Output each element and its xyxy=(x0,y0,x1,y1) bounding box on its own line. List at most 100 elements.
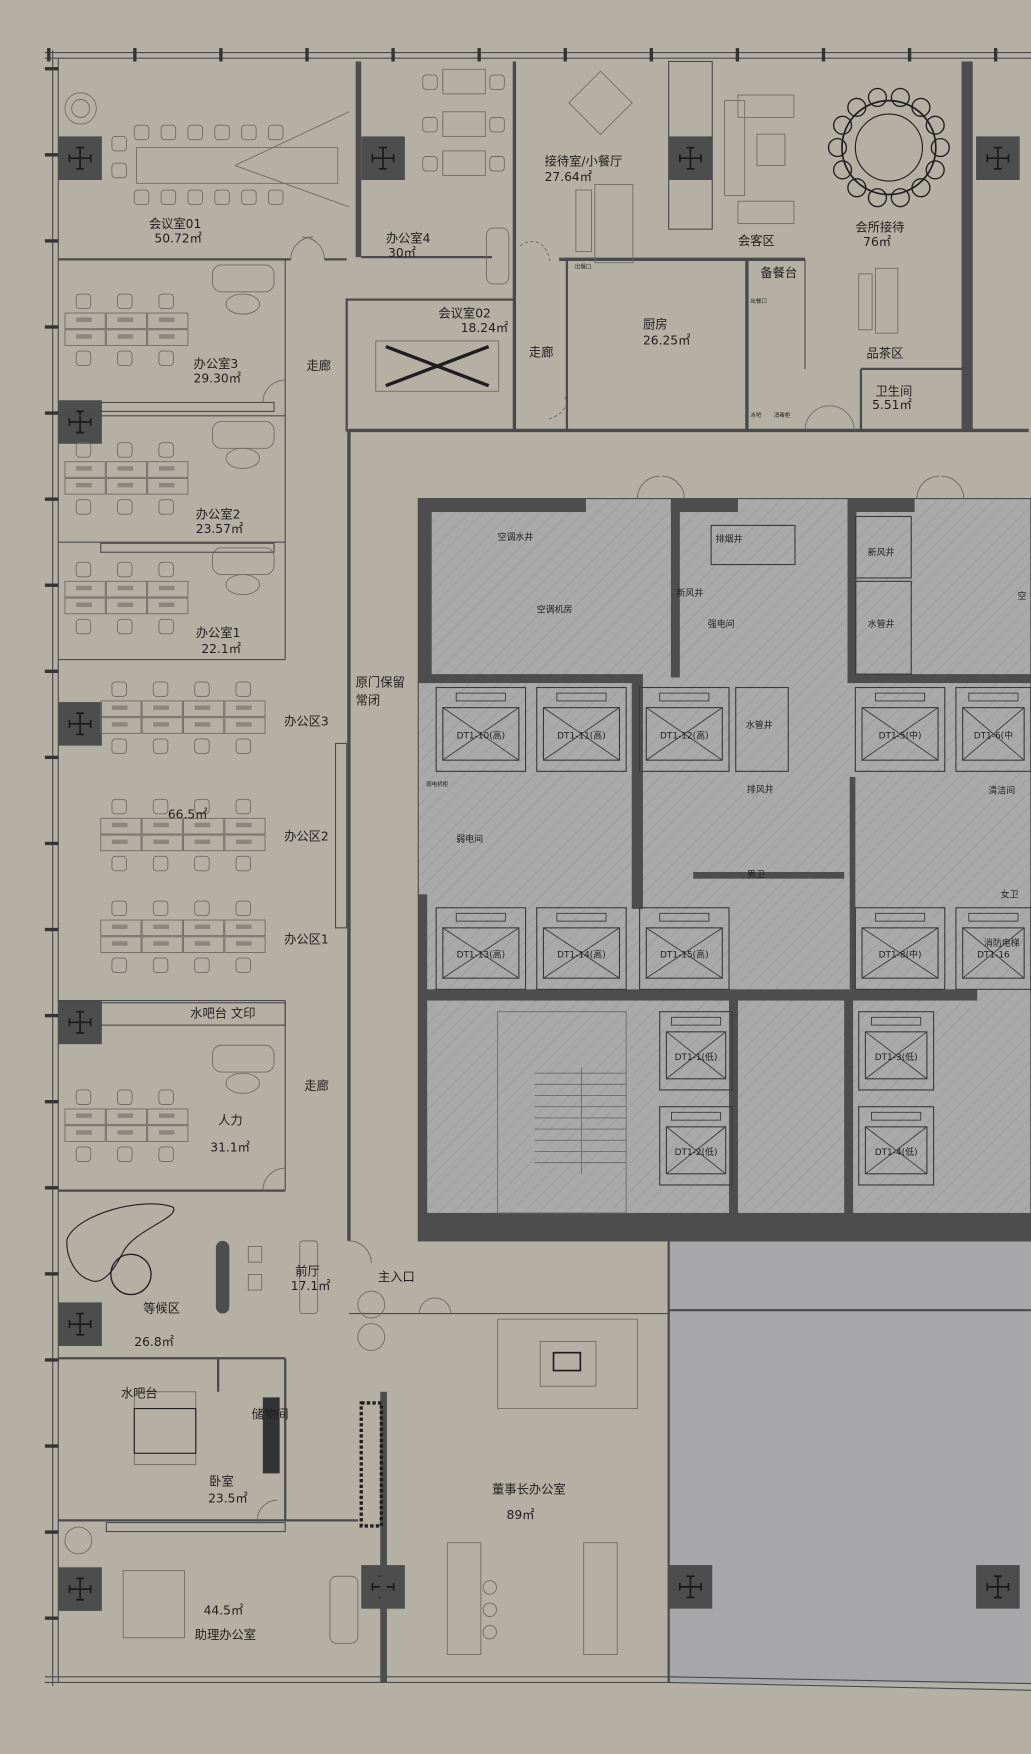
door-swing xyxy=(348,1240,372,1264)
core-smoke-shaft: 排烟井 xyxy=(716,533,743,545)
chair xyxy=(925,115,945,135)
elevator-label: DT1-4(低) xyxy=(875,1146,918,1158)
core-exhaust-shaft: 排风井 xyxy=(747,784,774,796)
elevator-label: DT1-16 xyxy=(977,950,1010,960)
elevator-shaft: DT1-14(高) xyxy=(536,907,627,990)
mullion-tick xyxy=(44,325,59,329)
chair xyxy=(911,178,931,198)
mullion-tick xyxy=(44,841,59,846)
mullion-tick xyxy=(44,1358,59,1362)
mullion-tick xyxy=(649,48,654,62)
core-water-pipe-shaft-1: 水管井 xyxy=(868,618,895,630)
chair xyxy=(925,160,945,180)
desk xyxy=(442,150,486,176)
mullion-tick xyxy=(44,1100,59,1104)
mullion-tick xyxy=(44,1013,59,1018)
chair xyxy=(847,97,867,117)
work-area-total-area: 66.5㎡ xyxy=(168,807,208,821)
elevator-label: DT1-8(中) xyxy=(879,948,922,960)
elevator-shaft: DT1-8(中) xyxy=(854,907,946,990)
door-swing xyxy=(804,405,830,431)
mullion-tick xyxy=(219,48,223,62)
room-tea-area: 品茶区 xyxy=(867,346,904,361)
elevator-label: DT1-13(高) xyxy=(457,948,506,960)
elevator-label: DT1-6(中 xyxy=(974,729,1013,741)
room-restroom-area: 5.51㎡ xyxy=(872,398,912,412)
mullion-tick xyxy=(391,48,395,62)
mullion-tick xyxy=(44,67,59,71)
chair xyxy=(827,137,848,158)
elevator-label: DT1-14(高) xyxy=(557,948,606,960)
chair xyxy=(832,160,853,180)
mullion-tick xyxy=(44,1272,59,1276)
core-cleaning-room: 清洁间 xyxy=(988,785,1015,797)
room-office2-name: 办公室2 xyxy=(196,507,241,522)
elevators: DT1-10(高)DT1-11(高)DT1-12(高)DT1-5(中)DT1-6… xyxy=(435,515,1031,1186)
water-bar-print-label: 水吧台 文印 xyxy=(190,1005,255,1020)
main-entrance-label: 主入口 xyxy=(378,1270,415,1284)
door-swing xyxy=(434,1297,452,1314)
elevator-label: DT1-11(高) xyxy=(557,729,606,741)
elevator-label: DT1-1(低) xyxy=(675,1051,718,1063)
elevator-shaft: DT1-15(高) xyxy=(639,907,730,990)
chair xyxy=(867,87,888,108)
elevator-label: DT1-3(低) xyxy=(875,1051,918,1063)
room-waiting-area: 26.8㎡ xyxy=(134,1335,174,1349)
ice-bar-label: 冰吧 xyxy=(750,411,762,419)
elevator-shaft: DT1-4(低) xyxy=(858,1106,935,1186)
furniture xyxy=(64,68,950,1655)
door-swing xyxy=(418,1297,436,1314)
mullion-ticks xyxy=(44,48,998,1620)
room-office2-area: 23.57㎡ xyxy=(196,522,243,536)
chair xyxy=(890,188,910,208)
core-fresh-air-shaft-2: 新风井 xyxy=(868,547,895,559)
room-pantry: 备餐台 xyxy=(760,265,797,280)
original-door-note-2: 常闭 xyxy=(356,693,381,707)
mullion-tick xyxy=(44,755,59,760)
doors xyxy=(256,236,965,1521)
chair xyxy=(890,87,910,108)
mullion-tick xyxy=(44,497,59,501)
corridor-label-a: 走廊 xyxy=(306,358,331,373)
core-walls xyxy=(418,498,1031,1241)
original-door-note-1: 原门保留 xyxy=(356,674,405,689)
chair xyxy=(847,178,867,198)
core-weak-power-room: 弱电间 xyxy=(456,833,483,845)
shaft xyxy=(854,515,912,579)
mullion-tick xyxy=(305,48,309,62)
core-water-pipe-shaft-2: 水管井 xyxy=(746,719,773,731)
mullion-tick xyxy=(907,48,912,62)
elevator-shaft: DT1-13(高) xyxy=(435,907,527,990)
chair xyxy=(911,97,931,117)
room-kitchen-area: 26.25㎡ xyxy=(643,333,690,347)
room-meeting01-area: 50.72㎡ xyxy=(154,232,201,246)
water-bar-label: 水吧台 xyxy=(121,1385,158,1400)
core-area xyxy=(417,498,1031,1242)
mullion-tick xyxy=(477,48,481,62)
room-office1-name: 办公室1 xyxy=(196,625,241,640)
room-assistant-name: 助理办公室 xyxy=(195,1627,256,1642)
shaft xyxy=(735,686,789,772)
serving-window-label-1: 出餐口 xyxy=(575,262,592,270)
door-swing xyxy=(636,475,660,499)
door-swing xyxy=(519,241,551,263)
door-swing xyxy=(916,475,940,499)
mullion-tick xyxy=(44,153,59,157)
room-reception-name: 接待室/小餐厅 xyxy=(545,153,623,168)
exterior-walls xyxy=(44,50,1031,1691)
mullion-tick xyxy=(993,48,998,62)
mullion-tick xyxy=(133,48,137,62)
room-office4-area: 30㎡ xyxy=(388,246,416,260)
mullion-tick xyxy=(821,48,826,62)
mullion-tick xyxy=(563,48,567,62)
core-ac-room: 空调机房 xyxy=(537,604,573,616)
room-chairman-area: 89㎡ xyxy=(507,1508,535,1522)
corridor-label-b: 走廊 xyxy=(529,345,554,360)
shaft xyxy=(854,580,912,675)
chair xyxy=(867,188,888,208)
serving-window-label-2: 出餐口 xyxy=(750,297,767,305)
work-area3-name: 办公区3 xyxy=(284,714,329,729)
elevator-label: DT1-2(低) xyxy=(675,1146,718,1158)
room-hr-name: 人力 xyxy=(218,1114,243,1128)
room-guest-area: 会客区 xyxy=(738,233,775,248)
